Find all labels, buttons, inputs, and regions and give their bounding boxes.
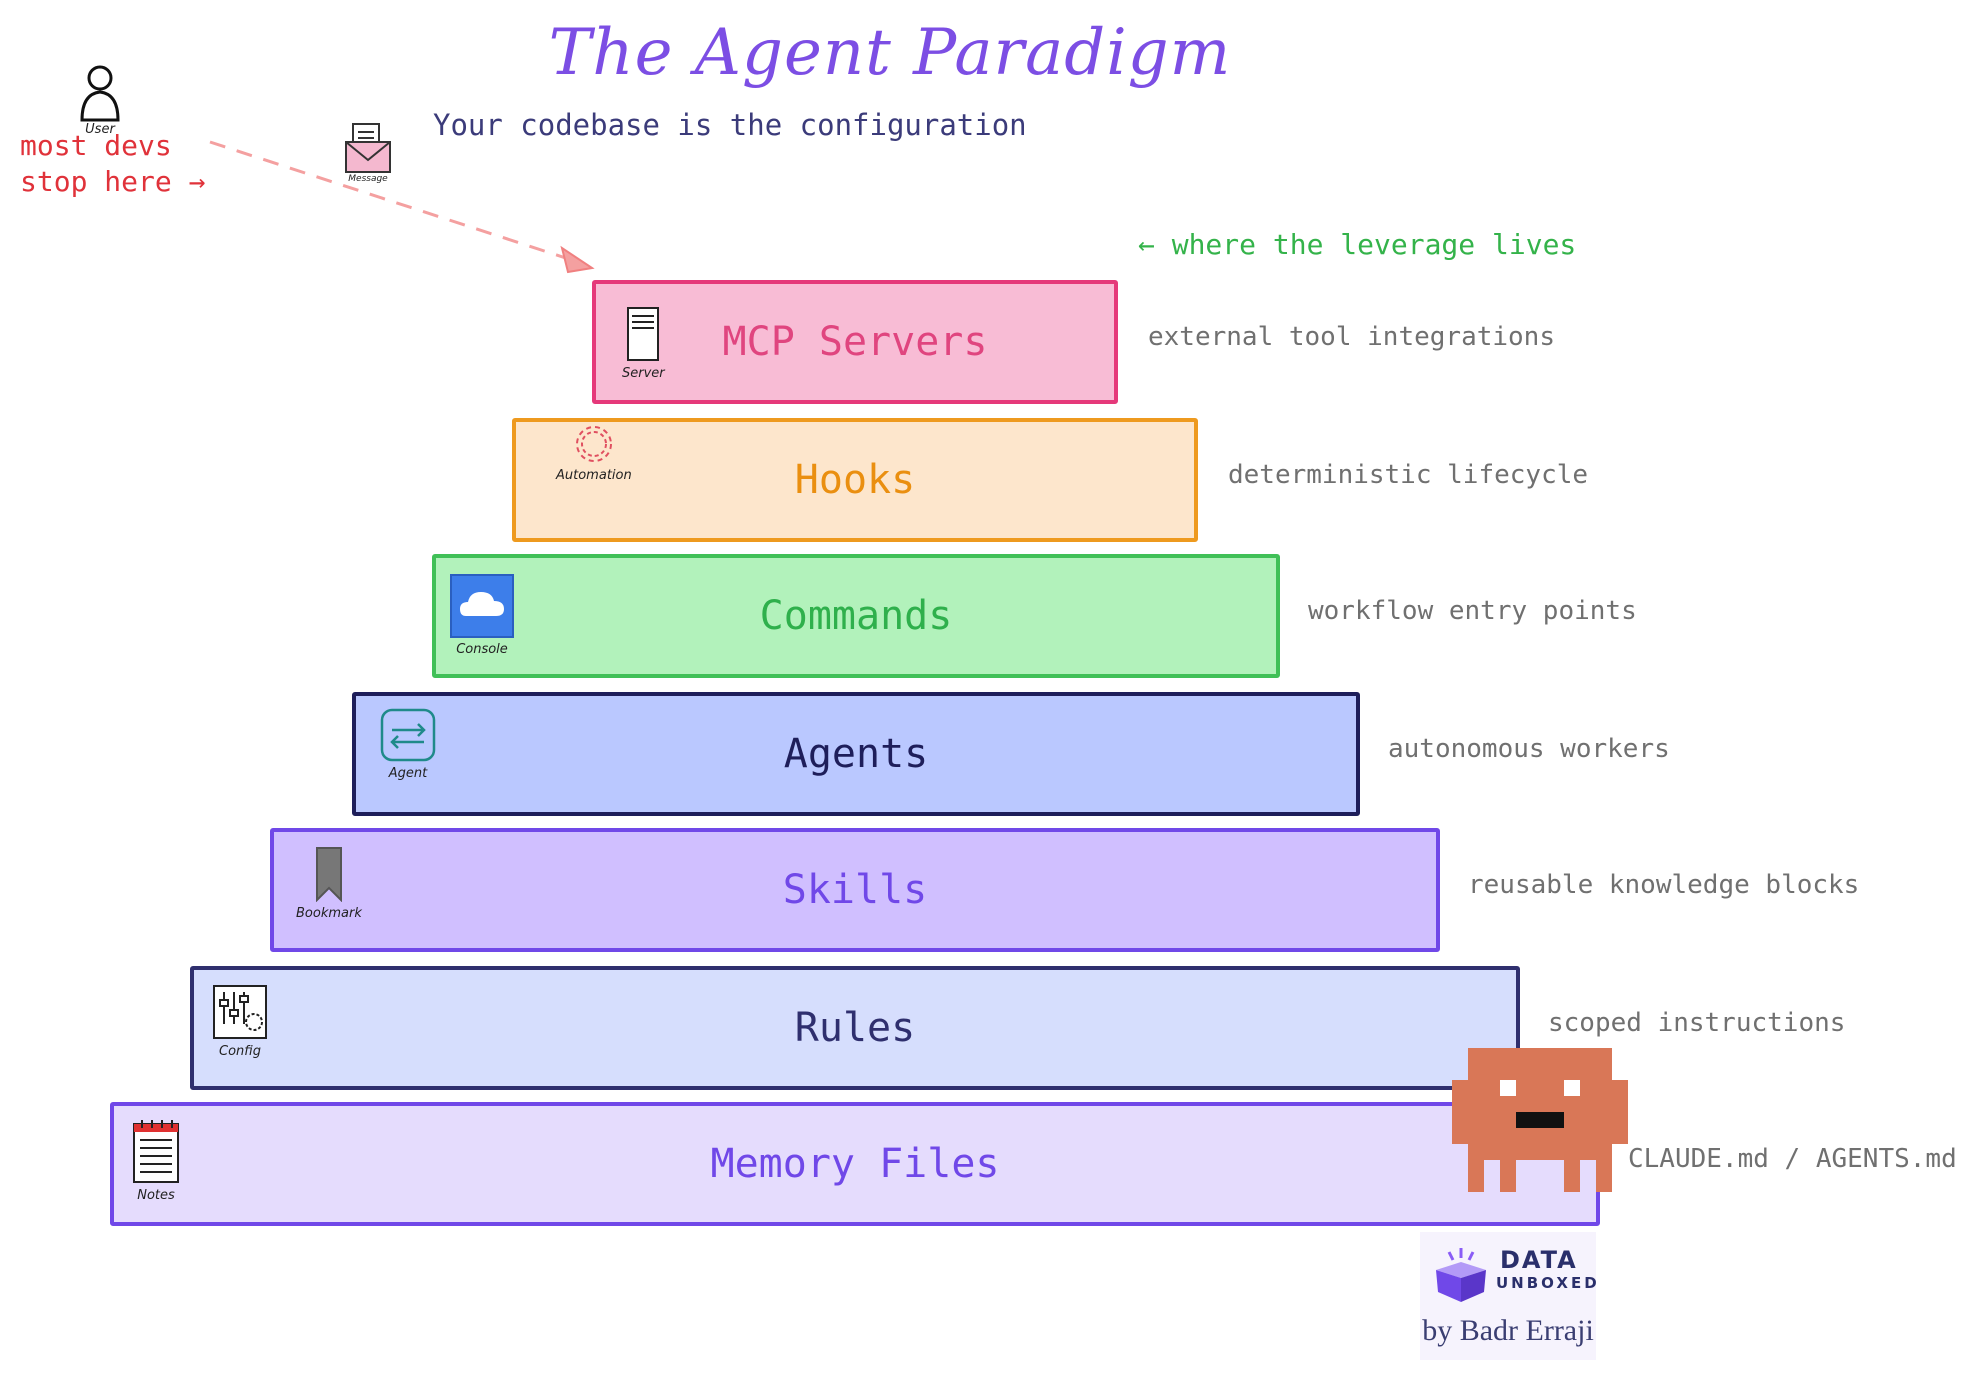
layer-icon-group: Bookmark bbox=[296, 846, 362, 921]
layer-icon-caption: Server bbox=[622, 366, 665, 381]
user-icon-group: User bbox=[68, 64, 132, 137]
notes-icon bbox=[132, 1120, 180, 1188]
layer-icon-group: Notes bbox=[132, 1118, 180, 1203]
layer-note: reusable knowledge blocks bbox=[1468, 870, 1860, 900]
layer-note: external tool integrations bbox=[1148, 322, 1555, 352]
page-title: The Agent Paradigm bbox=[548, 16, 1232, 90]
automation-icon bbox=[571, 426, 617, 468]
cloud-console-icon bbox=[450, 574, 514, 642]
layer-icon-group: Config bbox=[212, 984, 268, 1059]
bookmark-icon bbox=[314, 847, 344, 906]
layer-icon-caption: Automation bbox=[556, 468, 632, 483]
layer-note: deterministic lifecycle bbox=[1228, 460, 1589, 490]
box-logo-icon bbox=[1436, 1248, 1486, 1302]
mascot-icon bbox=[1452, 1048, 1628, 1192]
config-icon bbox=[212, 985, 268, 1044]
message-icon bbox=[345, 123, 391, 173]
layer-label: MCP Servers bbox=[722, 319, 988, 365]
layer-label: Agents bbox=[783, 731, 929, 777]
layer-icon-group: Automation bbox=[556, 424, 632, 483]
user-caption: User bbox=[85, 122, 115, 137]
most-devs-line2: stop here → bbox=[20, 165, 206, 198]
layer-icon-caption: Agent bbox=[388, 766, 428, 781]
layer-note: autonomous workers bbox=[1388, 734, 1670, 764]
leverage-callout: ← where the leverage lives bbox=[1138, 228, 1577, 261]
layer-note: CLAUDE.md / AGENTS.md bbox=[1628, 1144, 1957, 1174]
layer-hooks: Hooks Automation bbox=[512, 418, 1198, 542]
layer-icon-caption: Console bbox=[456, 642, 508, 657]
layer-icon-group: Console bbox=[450, 574, 514, 657]
layer-icon-caption: Notes bbox=[137, 1188, 175, 1203]
layer-icon-caption: Bookmark bbox=[296, 906, 362, 921]
most-devs-line1: most devs bbox=[20, 129, 172, 162]
server-icon bbox=[626, 307, 660, 366]
agent-icon bbox=[380, 708, 436, 766]
layer-note: scoped instructions bbox=[1548, 1008, 1846, 1038]
page-subtitle: Your codebase is the configuration bbox=[433, 108, 1027, 142]
layer-label: Hooks bbox=[794, 457, 916, 503]
layer-label: Skills bbox=[782, 867, 928, 913]
brand-logo: DATA UNBOXED by Badr Erraji bbox=[1420, 1232, 1597, 1360]
layer-icon-group: Server bbox=[622, 306, 665, 381]
brand-byline: by Badr Erraji bbox=[1422, 1314, 1594, 1347]
layer-label: Commands bbox=[759, 593, 953, 639]
layer-label: Rules bbox=[794, 1005, 916, 1051]
layer-note: workflow entry points bbox=[1308, 596, 1637, 626]
message-icon-group: Message bbox=[336, 122, 400, 184]
brand-name-top: DATA bbox=[1500, 1246, 1578, 1274]
layer-icon-caption: Config bbox=[219, 1044, 261, 1059]
message-caption: Message bbox=[348, 174, 388, 184]
most-devs-callout: most devs stop here → bbox=[20, 128, 205, 200]
brand-name-bottom: UNBOXED bbox=[1496, 1274, 1600, 1292]
user-icon bbox=[80, 65, 120, 122]
layer-label: Memory Files bbox=[710, 1141, 1000, 1187]
layer-icon-group: Agent bbox=[380, 708, 436, 781]
